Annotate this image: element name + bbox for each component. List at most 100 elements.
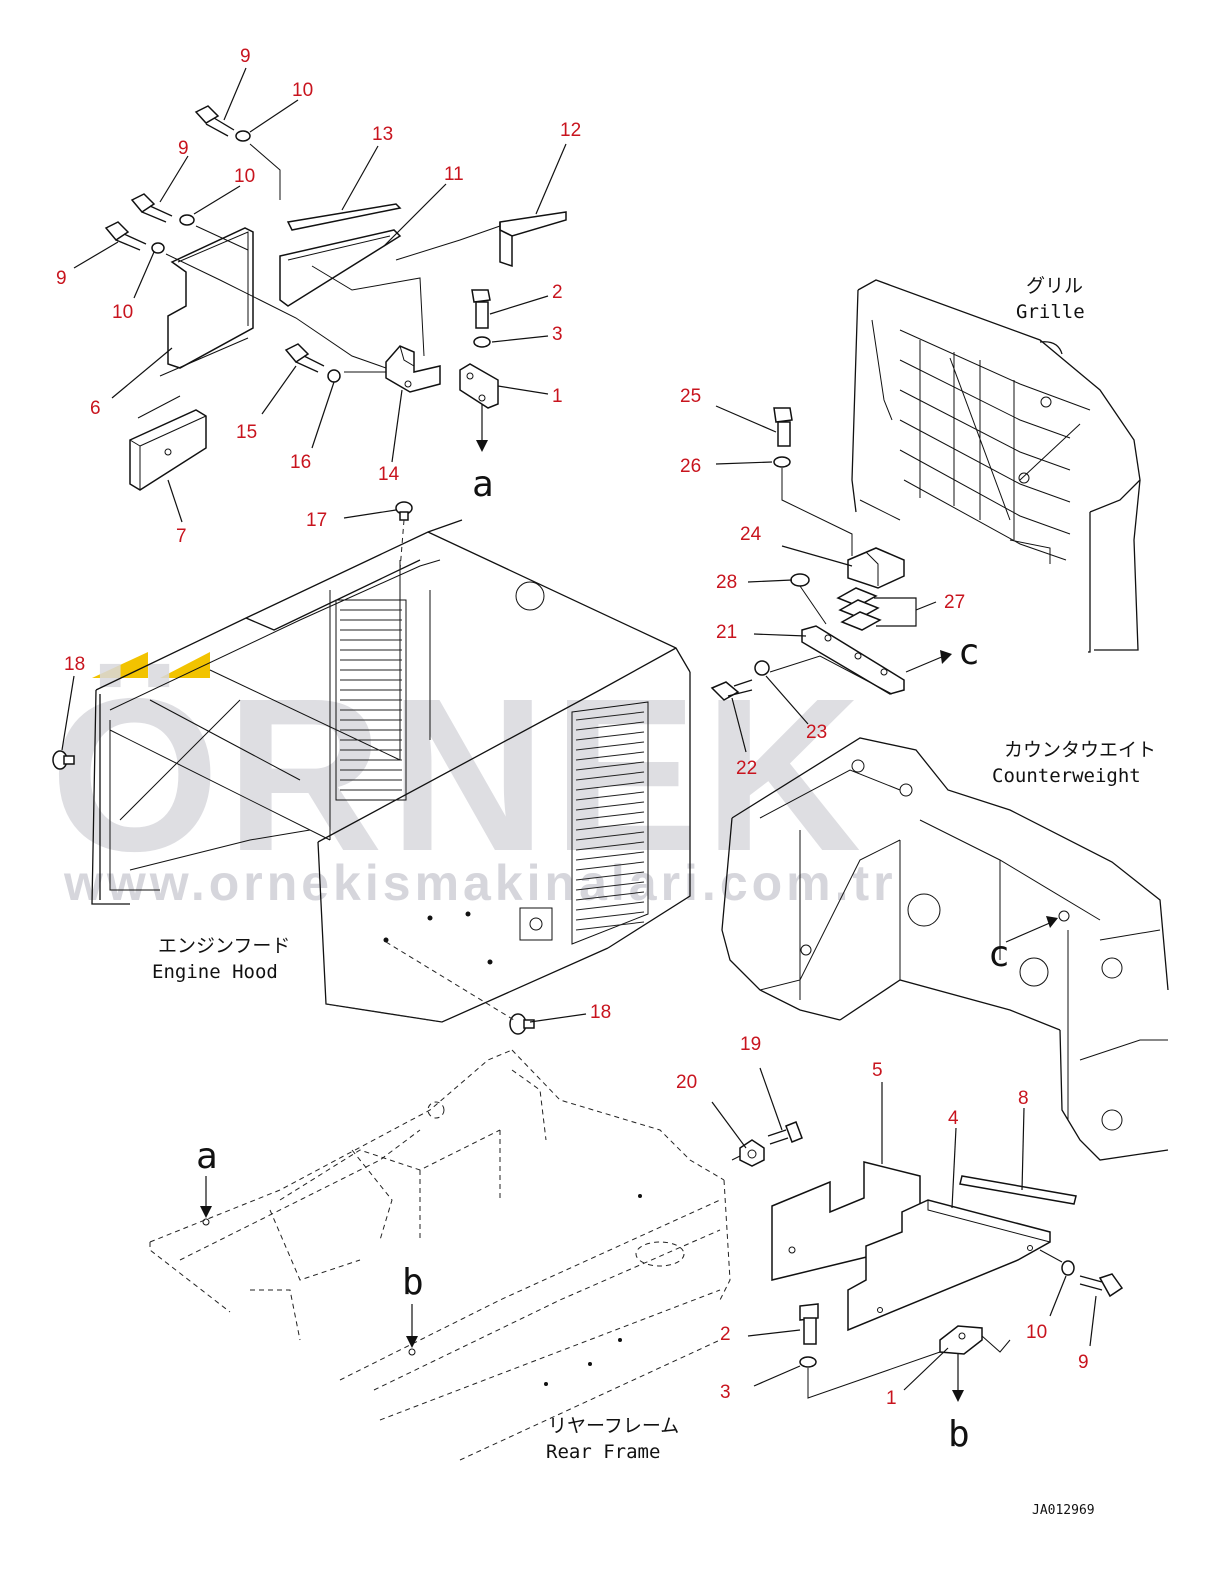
leader-lines-rear	[711, 1067, 1097, 1391]
ref-letter-b-bottom: b	[948, 1414, 970, 1455]
part-number-12: 12	[560, 120, 581, 141]
bolt-15	[284, 343, 325, 373]
part-number-17: 17	[306, 510, 327, 531]
bracket-1-a	[459, 363, 499, 409]
part-number-10-b: 10	[234, 166, 255, 187]
leader-lines-top-left	[73, 67, 567, 523]
plate-6	[167, 227, 254, 369]
part-number-21: 21	[716, 622, 737, 643]
part-number-11: 11	[444, 164, 464, 185]
engine-hood	[52, 501, 691, 1035]
washer-26	[773, 456, 791, 468]
plug-18-b	[385, 941, 535, 1035]
grille-louvers	[899, 329, 1091, 561]
part-number-6: 6	[90, 398, 101, 419]
part-number-14: 14	[378, 464, 400, 485]
part-number-26: 26	[680, 456, 701, 477]
part-number-7: 7	[176, 526, 187, 547]
engine-hood-label-en: Engine Hood	[152, 961, 278, 983]
grille-mount-parts	[710, 407, 952, 701]
ref-letter-a-bottom: a	[196, 1136, 218, 1177]
bolt-22	[710, 679, 753, 701]
bolt-9-a	[194, 105, 235, 137]
watermark-url: www.ornekismakinalari.com.tr	[63, 855, 897, 911]
bolt-9-d	[1079, 1273, 1124, 1298]
cap-28	[790, 573, 810, 587]
bolt-9-c	[104, 221, 147, 251]
part-number-10-a: 10	[292, 80, 313, 101]
plate-4	[847, 1199, 1051, 1332]
part-number-10-c: 10	[112, 302, 133, 323]
part-number-9-b: 9	[178, 138, 189, 159]
ref-letter-b-top: b	[402, 1262, 424, 1303]
leader-lines-grille	[715, 405, 937, 753]
plug-18-a	[52, 750, 75, 770]
part-number-8: 8	[1018, 1088, 1029, 1109]
part-number-4: 4	[948, 1108, 959, 1129]
bracket-1-b	[939, 1325, 983, 1355]
part-number-22: 22	[736, 758, 757, 779]
bolt-25	[773, 407, 793, 447]
part-number-1-b: 1	[886, 1388, 897, 1409]
counterweight-label-en: Counterweight	[992, 765, 1141, 787]
washer-23	[754, 660, 770, 676]
ref-letter-a-top: a	[472, 464, 494, 505]
nut-20	[739, 1139, 765, 1167]
part-number-9-a: 9	[240, 46, 251, 67]
radiator-core	[335, 599, 407, 801]
counterweight	[721, 737, 1169, 1161]
grille-label-en: Grille	[1016, 301, 1085, 323]
rear-plate-parts	[731, 1121, 1124, 1402]
leader-lines-hood	[61, 509, 587, 1023]
part-number-13: 13	[372, 124, 393, 145]
pad-7	[129, 409, 207, 491]
bracket-24	[847, 547, 905, 589]
part-number-18-b: 18	[590, 1002, 611, 1023]
bracket-14	[385, 345, 441, 393]
hood-brackets-group	[104, 105, 567, 491]
part-number-labels: 9 10 9 10 9 10 13 11 12 2 3 1 6 15 16 14…	[56, 46, 1089, 1409]
part-number-18-a: 18	[64, 654, 85, 675]
washer-10-c	[151, 242, 165, 254]
part-number-28: 28	[716, 572, 737, 593]
part-number-3-b: 3	[720, 1382, 731, 1403]
grille	[851, 279, 1141, 653]
part-number-24: 24	[740, 524, 762, 545]
part-number-20: 20	[676, 1072, 697, 1093]
bolt-2-b	[799, 1303, 819, 1345]
bolt-9-b	[130, 193, 173, 223]
grille-label-jp: グリル	[1026, 275, 1083, 297]
ref-letter-c-right: c	[958, 632, 980, 673]
reference-letters: a c c a b b	[196, 464, 1010, 1455]
part-number-3-a: 3	[552, 324, 563, 345]
plate-21	[801, 625, 905, 695]
pad-12	[499, 211, 567, 268]
part-number-23: 23	[806, 722, 827, 743]
assembly-captions: グリル Grille カウンタウエイト Counterweight エンジンフー…	[152, 275, 1156, 1463]
washer-3-b	[799, 1356, 817, 1368]
strip-13	[286, 203, 402, 231]
part-number-2-a: 2	[552, 282, 563, 303]
washer-16	[327, 369, 341, 383]
hood-latch	[519, 907, 553, 941]
part-number-15: 15	[236, 422, 257, 443]
drawing-code: JA012969	[1032, 1503, 1095, 1518]
bolt-2-a	[471, 289, 491, 329]
part-number-5: 5	[872, 1060, 883, 1081]
engine-hood-label-jp: エンジンフード	[158, 935, 290, 957]
watermark-accent-triangle-2	[160, 652, 210, 678]
counterweight-label-jp: カウンタウエイト	[1004, 739, 1156, 761]
bolt-19	[767, 1121, 803, 1145]
washer-10-b	[179, 214, 195, 226]
washer-3-a	[473, 336, 491, 348]
plug-17	[395, 501, 413, 571]
part-number-19: 19	[740, 1034, 761, 1055]
rear-frame-label-jp: リヤーフレーム	[548, 1415, 679, 1437]
part-number-16: 16	[290, 452, 311, 473]
washer-10-a	[235, 130, 251, 142]
part-number-10-d: 10	[1026, 1322, 1047, 1343]
shims-27	[836, 587, 882, 631]
watermark: ÖRNEK www.ornekismakinalari.com.tr	[50, 652, 897, 911]
strip-8	[959, 1175, 1077, 1205]
